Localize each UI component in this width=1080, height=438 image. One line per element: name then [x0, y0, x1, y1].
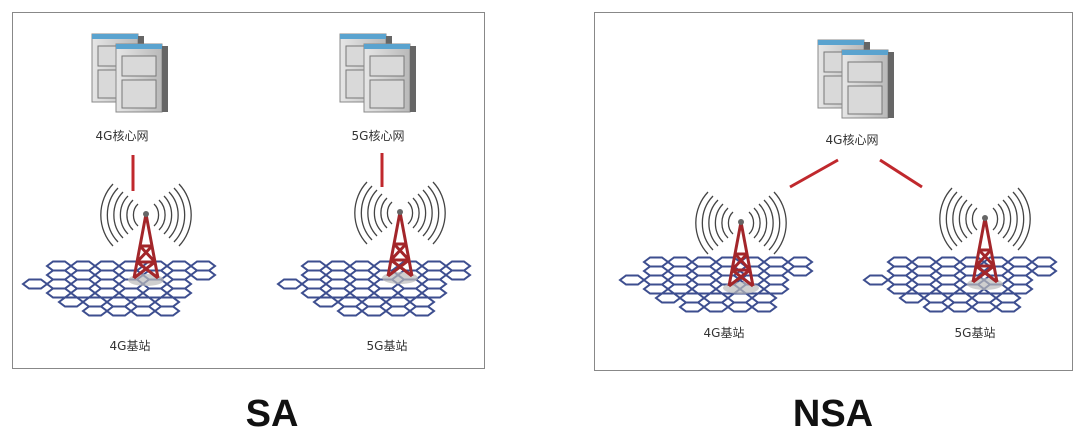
sa-5g-core-label: 5G核心网 — [351, 129, 405, 143]
nsa-4g-link — [789, 158, 839, 189]
sa-5g-station-label: 5G基站 — [366, 339, 408, 353]
sa-4g-core-server-icon — [92, 34, 168, 112]
sa-4g-core-label: 4G核心网 — [95, 129, 149, 143]
nsa-5g-link — [879, 158, 923, 189]
nsa-title: NSA — [792, 393, 874, 435]
nsa-5g-station-label: 5G基站 — [954, 326, 996, 340]
nsa-4g-core-server-icon — [818, 40, 894, 118]
nsa-4g-core-label: 4G核心网 — [825, 133, 879, 147]
sa-5g-core-server-icon — [340, 34, 416, 112]
sa-4g-station-label: 4G基站 — [109, 339, 151, 353]
nsa-4g-station-label: 4G基站 — [703, 326, 745, 340]
sa-title: SA — [245, 393, 299, 435]
